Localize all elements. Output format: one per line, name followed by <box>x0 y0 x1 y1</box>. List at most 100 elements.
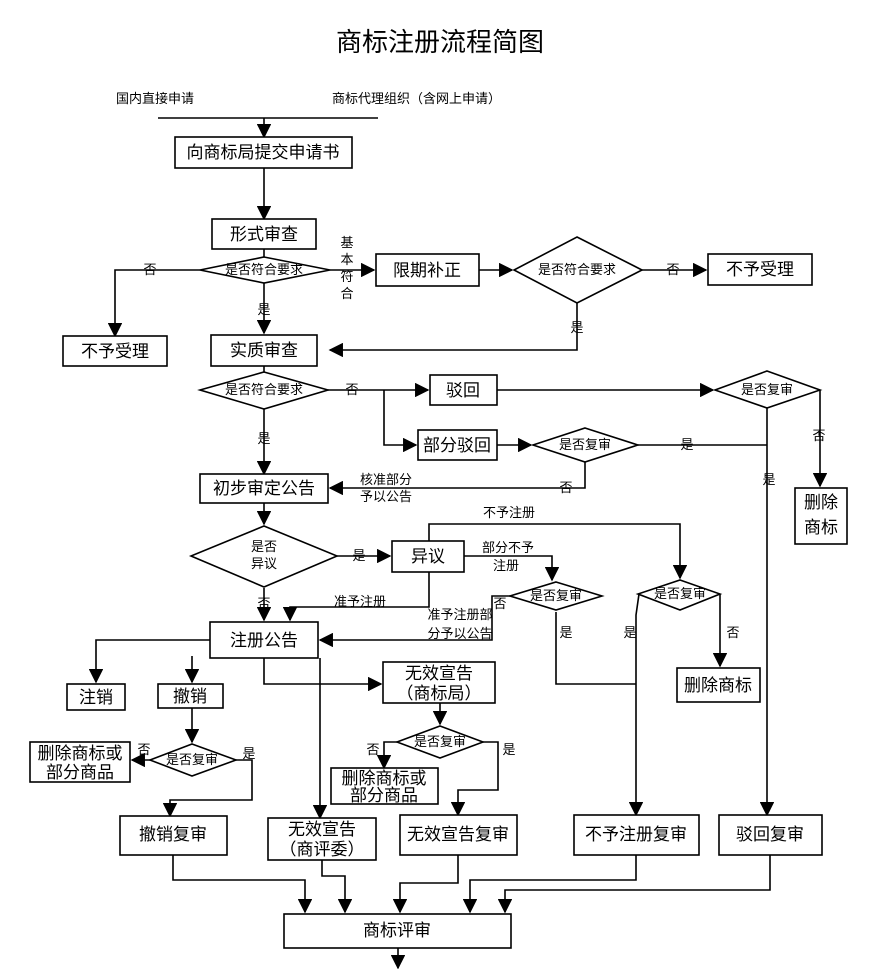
edge-labels: 否 基 本 符 合 否 是 是 否 是 否 是 是 否 核准部分 予以公告 不予… <box>137 236 825 762</box>
cancel-label: 注销 <box>79 688 113 708</box>
invalid-reexam-diamond: 是否复审 <box>394 725 486 759</box>
correction-box: 限期补正 <box>375 253 480 287</box>
label-approved-partial-reg-1: 准予注册部 <box>427 608 492 623</box>
arrow-partial-no-reg-no <box>318 595 510 648</box>
invalid-declaration-office-box: 无效宣告 （商标局） <box>382 661 496 704</box>
no-reg-reexam-diamond: 是否复审 <box>635 579 723 611</box>
label-yes-invalid: 是 <box>502 743 515 758</box>
partial-rejected-box: 部分驳回 <box>417 429 498 461</box>
label-approved-registration: 准予注册 <box>334 595 386 610</box>
delete-or-partial-mid-line2: 部分商品 <box>350 786 418 806</box>
registration-announcement-box: 注册公告 <box>209 621 319 659</box>
arrow-no-reg-review-to-board <box>462 855 637 914</box>
label-basic-meet-1: 基 <box>340 236 353 251</box>
arrow-rejection-review-to-board <box>497 855 771 914</box>
label-yes-no-reg: 是 <box>623 626 636 641</box>
label-yes-objection: 是 <box>352 549 365 564</box>
delete-trademark-mid-box: 删除商标 <box>676 667 761 703</box>
correction-meets-diamond: 是否符合要求 <box>512 236 644 304</box>
invalid-review-label: 无效宣告复审 <box>407 825 509 845</box>
delete-trademark-right-line2: 商标 <box>804 518 838 538</box>
invalid-office-line2: （商标局） <box>397 684 482 704</box>
label-partial-no-reg-2: 注册 <box>493 559 519 574</box>
cancel-box: 注销 <box>66 683 126 711</box>
label-no-invalid: 否 <box>366 743 379 758</box>
partial-reexam-label: 是否复审 <box>559 438 611 453</box>
formal-meets-label: 是否符合要求 <box>225 262 303 278</box>
delete-trademark-right-box: 删除 商标 <box>794 487 848 545</box>
objection-box: 异议 <box>391 540 465 573</box>
substantive-review-label: 实质审查 <box>230 341 298 361</box>
revoke-reexam-label: 是否复审 <box>166 753 218 768</box>
label-no-correction: 否 <box>666 263 679 278</box>
delete-or-partial-mid-box: 删除商标或 部分商品 <box>330 767 439 806</box>
not-accepted-right-label: 不予受理 <box>726 260 794 280</box>
source-agent: 商标代理组织（含网上申请） <box>332 91 501 107</box>
invalid-office-line1: 无效宣告 <box>405 664 473 684</box>
rejected-box: 驳回 <box>429 374 498 406</box>
formal-review-box: 形式审查 <box>211 218 317 250</box>
label-no-partial-reexam: 否 <box>559 481 572 496</box>
no-registration-review-label: 不予注册复审 <box>585 825 687 845</box>
label-basic-meet-3: 符 <box>340 269 353 285</box>
submit-box: 向商标局提交申请书 <box>174 136 353 169</box>
partial-reexam-diamond: 是否复审 <box>530 427 641 463</box>
arrow-approved-registration <box>282 572 430 622</box>
arrow-revoke-reexam-yes <box>162 759 253 818</box>
no-reg-reexam-label: 是否复审 <box>654 587 706 602</box>
arrow-invalid-reexam-yes <box>450 741 499 817</box>
rejection-review-box: 驳回复审 <box>718 814 823 856</box>
invalid-review-box: 无效宣告复审 <box>399 814 518 856</box>
arrow-to-cancel <box>88 639 210 684</box>
rejection-reexam-label: 是否复审 <box>741 383 793 398</box>
label-approved-partial-2: 予以公告 <box>360 490 412 505</box>
label-approved-partial-1: 核准部分 <box>360 473 412 488</box>
arrow-revoke-review-to-board <box>172 855 313 914</box>
correction-label: 限期补正 <box>393 261 461 281</box>
label-basic-meet-4: 合 <box>340 287 353 302</box>
submit-label: 向商标局提交申请书 <box>187 143 340 163</box>
partial-no-reg-reexam-label: 是否复审 <box>530 589 582 604</box>
label-yes-partial-reexam: 是 <box>680 438 693 453</box>
revoke-review-box: 撤销复审 <box>119 815 228 856</box>
arrow-invalid-review-to-board <box>392 855 459 914</box>
not-accepted-left-label: 不予受理 <box>81 342 149 362</box>
revoke-review-label: 撤销复审 <box>139 825 207 845</box>
substantive-meets-label: 是否符合要求 <box>225 382 303 398</box>
arrow-invalid-reexam-no <box>376 741 397 770</box>
label-no-registration: 不予注册 <box>483 506 535 521</box>
label-basic-meet-2: 本 <box>340 253 353 268</box>
not-accepted-left-box: 不予受理 <box>62 335 168 367</box>
invalid-board-line1: 无效宣告 <box>288 820 356 840</box>
line-partial-no-reg-yes <box>555 612 636 685</box>
revoke-reexam-diamond: 是否复审 <box>147 743 239 777</box>
label-yes-substantive: 是 <box>257 432 270 447</box>
arrow-correction-yes <box>328 303 578 358</box>
revoke-box: 撤销 <box>157 683 224 709</box>
delete-or-partial-mid-line1: 删除商标或 <box>342 769 427 789</box>
label-approved-partial-reg-2: 分予以公告 <box>427 627 492 642</box>
registration-announcement-label: 注册公告 <box>230 631 298 651</box>
trademark-review-label: 商标评审 <box>363 921 431 941</box>
label-yes-formal: 是 <box>257 303 270 318</box>
delete-or-partial-left-line2: 部分商品 <box>46 763 114 783</box>
delete-or-partial-left-line1: 删除商标或 <box>38 744 123 764</box>
invalid-reexam-label: 是否复审 <box>414 735 466 750</box>
formal-meets-diamond: 是否符合要求 <box>199 256 331 284</box>
arrow-to-invalid-office <box>263 658 383 692</box>
objection-q-line2: 异议 <box>251 557 277 572</box>
connectors <box>88 117 828 969</box>
revoke-label: 撤销 <box>173 687 207 707</box>
page-title: 商标注册流程简图 <box>335 28 544 58</box>
arrow-no-registration <box>428 523 688 580</box>
preliminary-announcement-box: 初步审定公告 <box>199 473 329 504</box>
rejection-reexam-diamond: 是否复审 <box>712 370 823 409</box>
delete-trademark-right-line1: 删除 <box>804 493 838 513</box>
arrow-formal-no <box>107 269 200 338</box>
source-direct: 国内直接申请 <box>116 91 194 107</box>
label-yes-rejection-reexam: 是 <box>762 473 775 488</box>
rejected-label: 驳回 <box>446 381 480 401</box>
label-yes-partial-no-reg: 是 <box>559 626 572 641</box>
correction-meets-label: 是否符合要求 <box>538 262 616 278</box>
